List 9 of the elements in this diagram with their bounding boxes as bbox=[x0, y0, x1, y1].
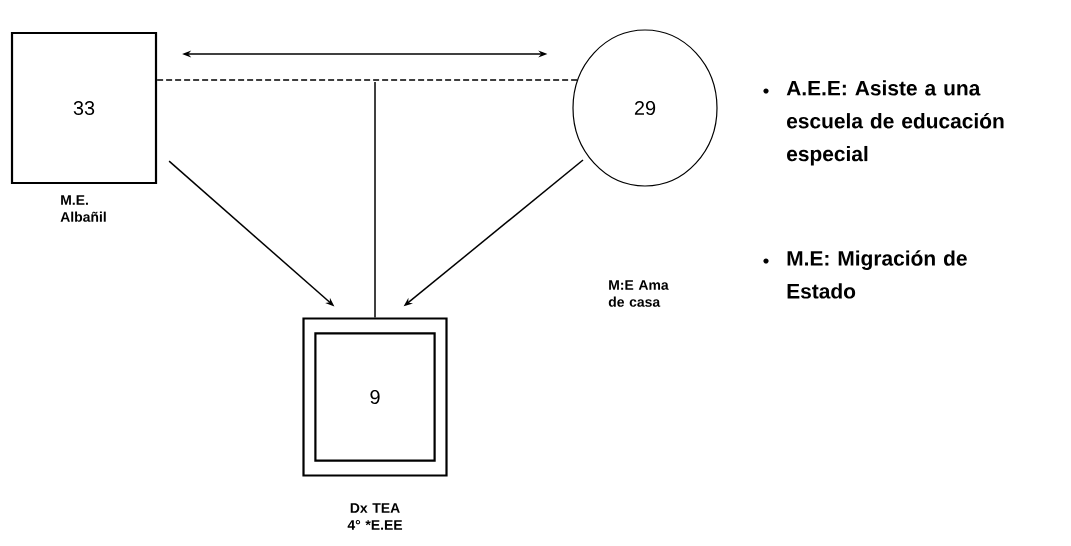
node-caption: M.E. Albañil bbox=[60, 195, 106, 222]
connector-line bbox=[374, 81, 376, 319]
bullet-note: A.E.E: Asiste a una escuela de educación especial bbox=[786, 80, 1004, 166]
relationship-line bbox=[156, 79, 579, 81]
person-square: 33 bbox=[10, 31, 158, 185]
patient-double-square: 9 bbox=[302, 317, 448, 477]
node-caption: Dx TEA 4° *E.EE bbox=[347, 503, 403, 530]
caption-text: M:E Ama de casa bbox=[608, 280, 669, 307]
bullet-note: M.E: Migración de Estado bbox=[787, 250, 967, 299]
